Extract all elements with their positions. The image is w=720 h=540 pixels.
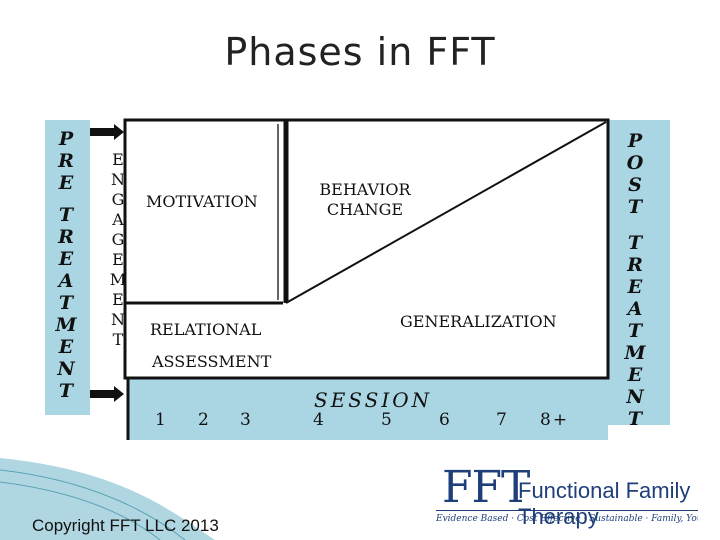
session-number: 4 [313,410,324,430]
relational-label: RELATIONAL [150,320,262,339]
generalization-label: GENERALIZATION [400,312,557,331]
letter: A [627,298,643,320]
page-title: Phases in FFT [224,30,496,74]
motivation-label: MOTIVATION [146,192,258,211]
session-label: SESSION [314,388,433,412]
letter: E [58,248,74,270]
letter: P [627,130,643,152]
letter: S [628,174,642,196]
letter: M [109,270,127,289]
session-bar [128,378,608,440]
session-number: 1 [155,410,166,430]
letter: P [58,128,74,150]
post-treatment-bar [608,120,670,425]
letter: T [627,320,643,342]
letter: R [627,254,643,276]
letter: E [112,150,124,169]
session-number: 5 [381,410,392,430]
copyright-text: Copyright FFT LLC 2013 [32,516,219,535]
arrow-icon [90,386,124,402]
engagement-label: E N G A G E M E N T [105,150,131,350]
letter: R [58,150,74,172]
letter: E [112,290,124,309]
letter: R [58,226,74,248]
wave-decoration [0,458,215,540]
behavior-change-label: BEHAVIOR CHANGE [310,180,420,220]
letter: E [627,364,643,386]
session-number: 2 [198,410,209,430]
letter: O [626,152,644,174]
session-number: 8+ [540,410,570,430]
letter: E [112,250,124,269]
pre-treatment-label: P R E T R E A T M E N T [52,128,80,402]
letter: A [112,210,124,229]
letter: A [58,270,74,292]
session-number: 7 [496,410,507,430]
post-treatment-label: P O S T T R E A T M E N T [620,130,650,430]
letter: N [57,358,75,380]
session-number: 6 [439,410,450,430]
letter: G [111,230,125,249]
logo-divider [436,510,698,511]
behavior-change-line: CHANGE [326,200,404,219]
assessment-label: ASSESSMENT [152,352,272,371]
arrow-icon [90,124,124,140]
letter: T [58,380,74,402]
session-number: 3 [240,410,251,430]
fft-logo-tagline: Evidence Based · Cost Effective · Sustai… [436,514,698,524]
letter: E [58,336,74,358]
letter: T [627,408,643,430]
letter: T [627,232,643,254]
letter: M [624,342,646,364]
letter: N [626,386,644,408]
letter: M [55,314,77,336]
fft-logo-name: Functional Family Therapy [518,478,691,529]
letter: T [58,292,74,314]
letter: N [111,310,125,329]
letter: T [58,204,74,226]
letter: G [111,190,125,209]
fft-logo-mark: FFT [442,462,530,513]
letter: E [58,172,74,194]
generalization-diagonal [285,121,607,304]
behavior-change-line: BEHAVIOR [319,180,411,199]
letter: T [112,330,124,349]
pre-treatment-bar [45,120,90,415]
letter: T [627,196,643,218]
letter: N [111,170,125,189]
phases-frame [123,118,610,380]
letter: E [627,276,643,298]
